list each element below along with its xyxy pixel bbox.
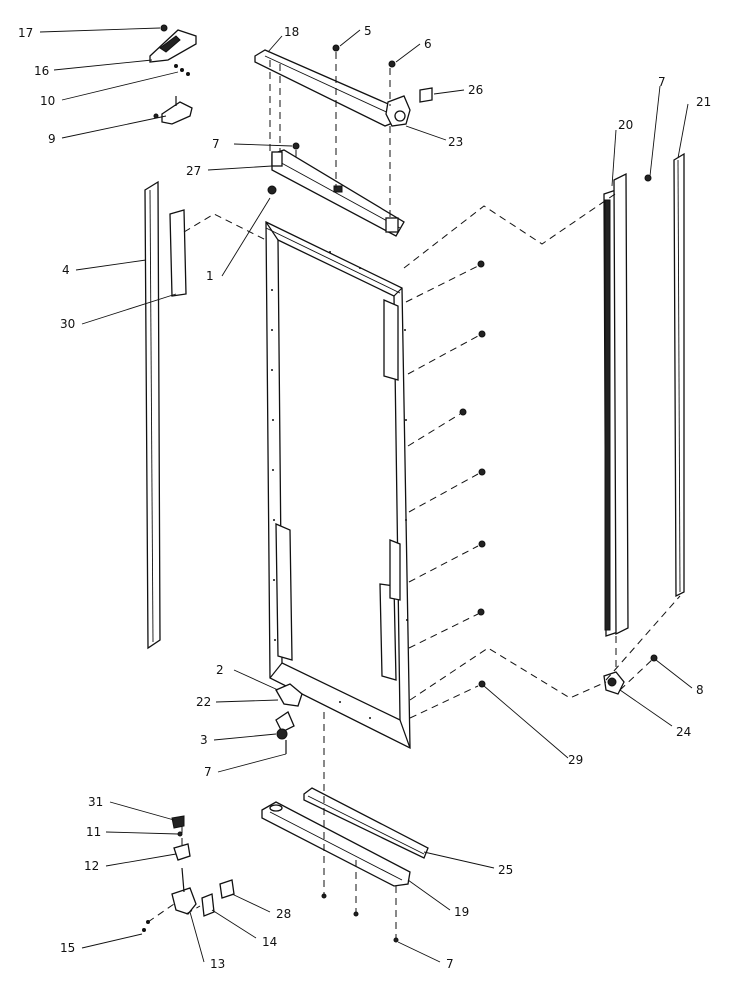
bottom-bracket-19 [261,801,411,887]
door-panel [265,220,411,750]
label-17: 17 [18,26,33,40]
hinge-cap-16 [149,29,197,63]
label-29: 29 [568,753,583,767]
label-31: 31 [88,795,103,809]
label-23: 23 [448,135,463,149]
label-6: 6 [424,37,432,51]
label-15: 15 [60,941,75,955]
label-7-top-right: 7 [658,75,666,89]
label-14: 14 [262,935,277,949]
label-11: 11 [86,825,101,839]
top-bracket-18 [254,49,403,127]
label-10: 10 [40,94,55,108]
label-9: 9 [48,132,56,146]
hinge-lower-2 [275,683,303,754]
hinge-bracket-23 [385,87,433,127]
trim-strip-21 [673,152,685,598]
callout-labels: 17 16 10 9 18 5 6 26 23 7 27 7 20 21 4 1 [18,24,711,971]
label-13: 13 [210,957,225,971]
label-12: 12 [84,859,99,873]
label-24: 24 [676,725,691,739]
insert-30 [169,209,187,297]
label-20: 20 [618,118,633,132]
label-27: 27 [186,164,201,178]
label-26: 26 [468,83,483,97]
label-16: 16 [34,64,49,78]
label-4: 4 [62,263,70,277]
label-22: 22 [196,695,211,709]
label-18: 18 [284,25,299,39]
breaker-strip-20 [603,172,629,637]
label-21: 21 [696,95,711,109]
label-19: 19 [454,905,469,919]
label-7-lower-left: 7 [204,765,212,779]
label-7-bottom: 7 [446,957,454,971]
hinge-9 [161,64,193,125]
bottom-bracket-25 [303,787,429,859]
label-28: 28 [276,907,291,921]
hinge-stack-bottom [142,815,235,932]
label-7-top-center: 7 [212,137,220,151]
gasket-strip-4 [144,180,161,650]
label-30: 30 [60,317,75,331]
label-2: 2 [216,663,224,677]
channel-27 [271,149,405,237]
label-5: 5 [364,24,372,38]
label-1: 1 [206,269,214,283]
hinge-24 [603,671,625,695]
label-8: 8 [696,683,704,697]
assembly-lines [147,52,681,938]
label-3: 3 [200,733,208,747]
label-25: 25 [498,863,513,877]
